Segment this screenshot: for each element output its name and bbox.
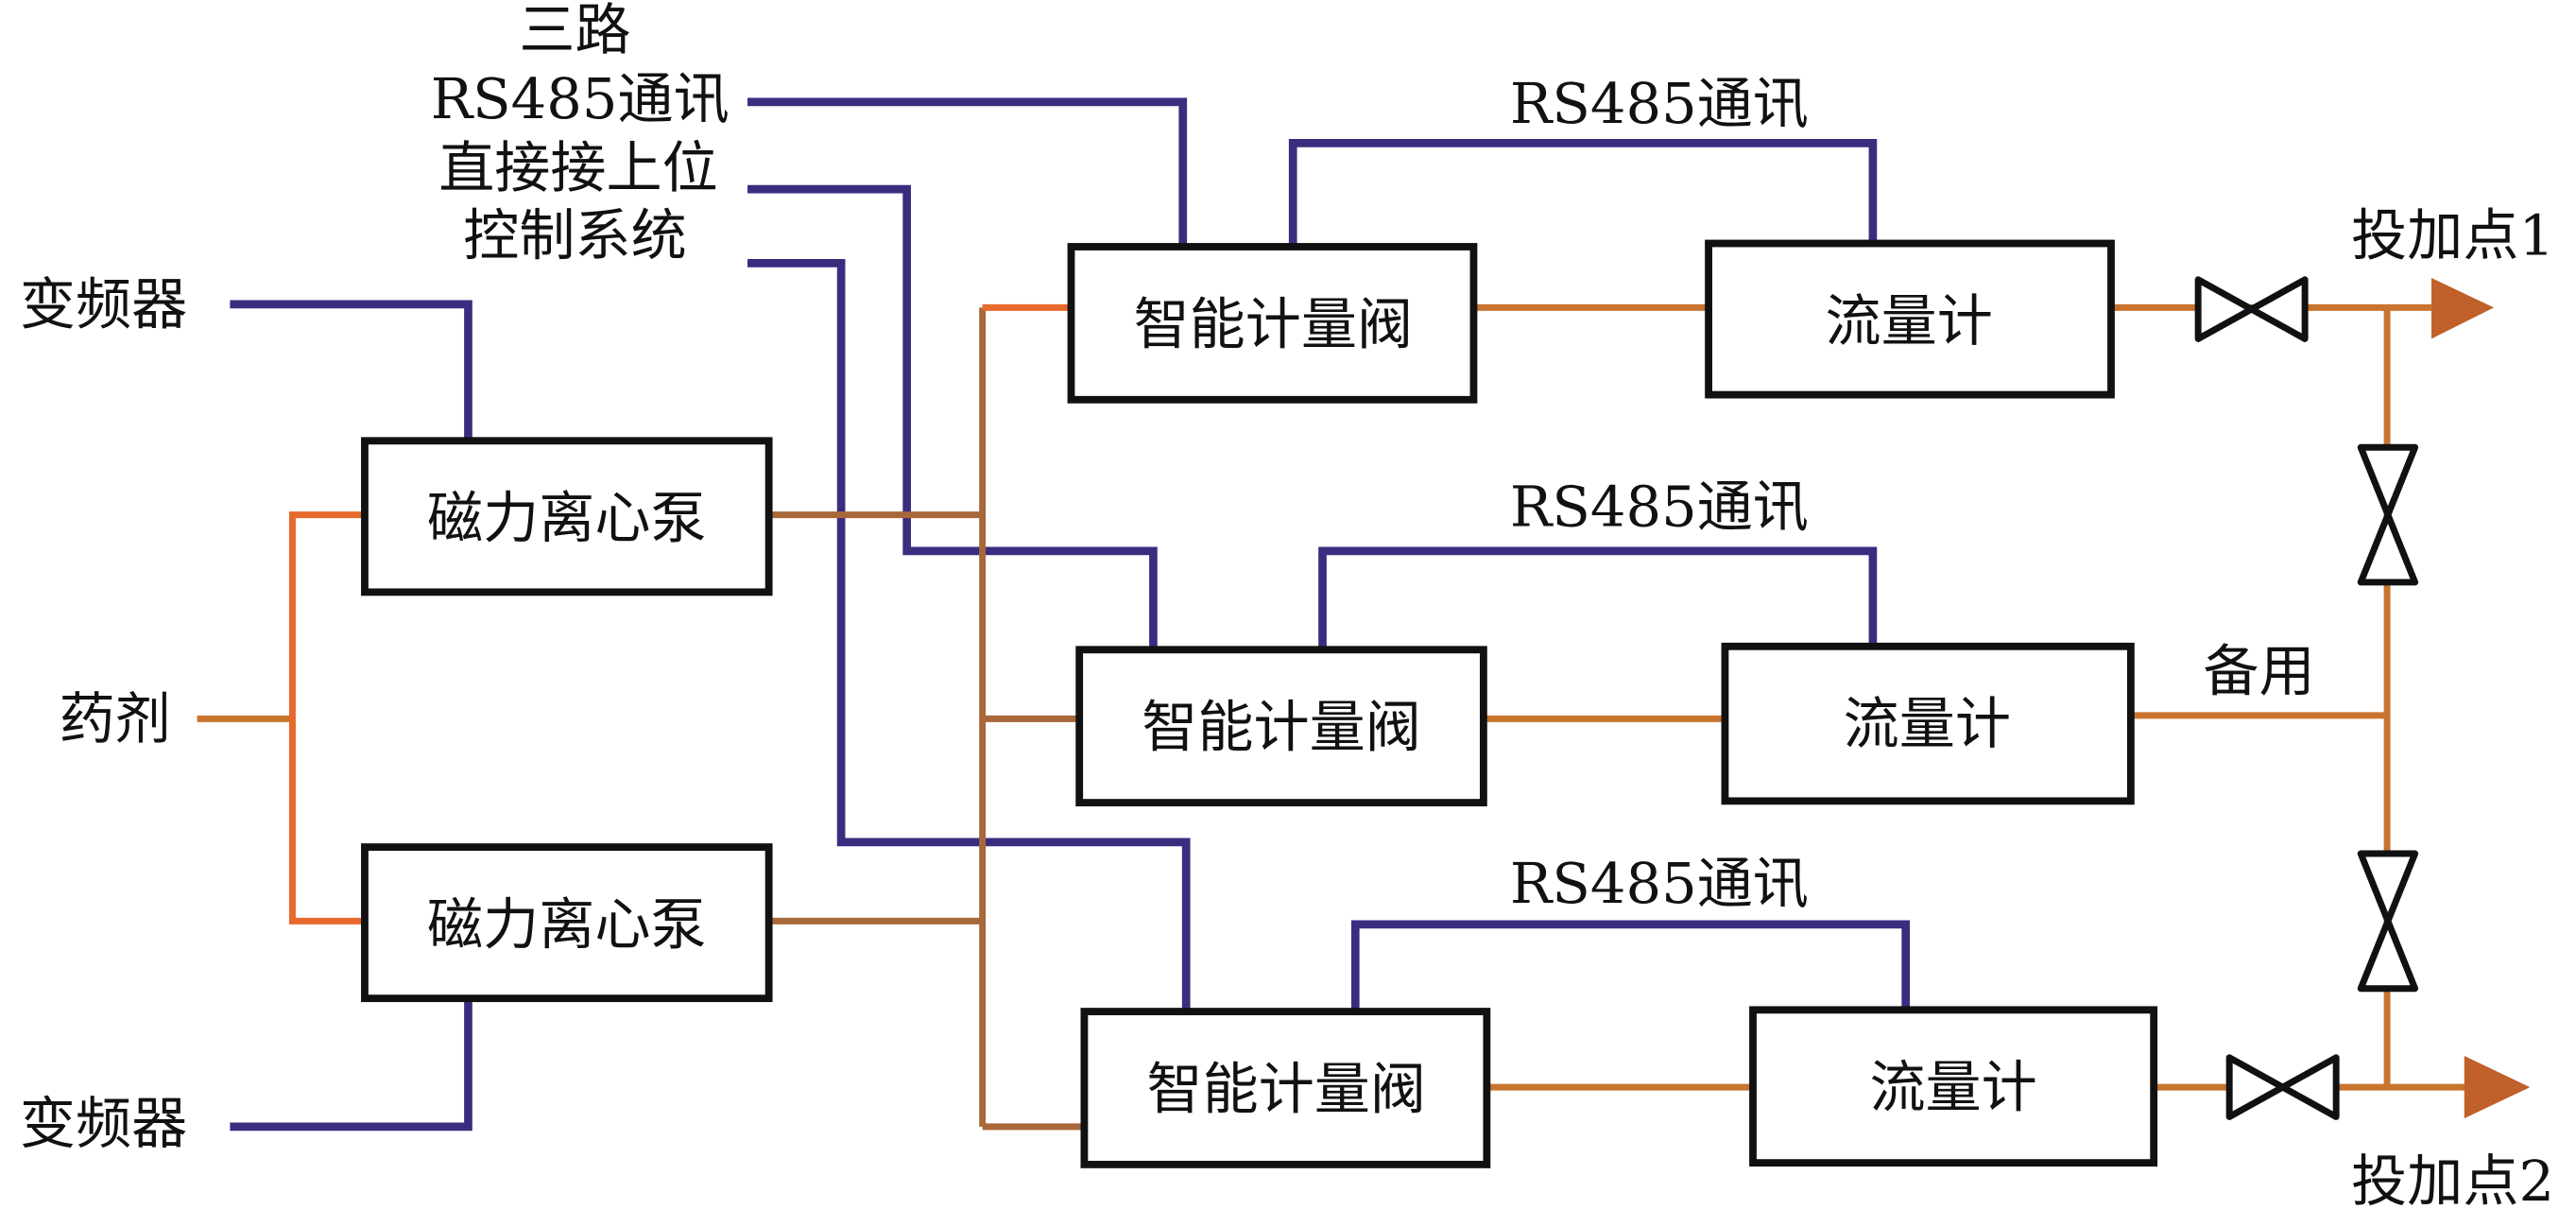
smart-valve-1-label: 智能计量阀	[1134, 291, 1414, 356]
valve-icon-outlet-1	[2194, 276, 2309, 342]
rs485-label-branch-3: RS485通讯	[1510, 851, 1809, 916]
flow-meter-3-label: 流量计	[1869, 1055, 2036, 1120]
pump-2-label: 磁力离心泵	[427, 891, 707, 957]
pump-1-label: 磁力离心泵	[427, 486, 707, 551]
flow-meter-1-label: 流量计	[1826, 288, 1993, 354]
chemical-input-label: 药剂	[60, 686, 171, 752]
valve-icon-riser-upper	[2357, 443, 2419, 586]
pump-2-box	[361, 843, 773, 1003]
inverter-bottom-label: 变频器	[20, 1091, 187, 1156]
standby-label: 备用	[2203, 638, 2314, 703]
signal-line-control-to-valve-2	[747, 184, 1158, 650]
smart-valve-1-box	[1067, 243, 1478, 404]
smart-valve-3-box	[1080, 1008, 1491, 1168]
rs485-line-branch-3	[1350, 920, 1911, 1012]
outlet-point-2-label: 投加点2	[2351, 1149, 2554, 1214]
control-label-line-3: 直接接上位	[438, 135, 718, 200]
pump-1: 磁力离心泵	[361, 437, 773, 596]
flow-meter-2-box	[1721, 642, 2135, 805]
pump-2: 磁力离心泵	[361, 843, 773, 1003]
pump-1-box	[361, 437, 773, 596]
flow-meter-1-box	[1705, 239, 2115, 399]
arrow-icon-outlet-1	[2431, 278, 2495, 339]
smart-valve-3-label: 智能计量阀	[1147, 1056, 1427, 1121]
valve-icon-outlet-2	[2225, 1054, 2340, 1120]
rs485-label-branch-1: RS485通讯	[1510, 71, 1809, 136]
flow-meter-3-box	[1749, 1006, 2158, 1167]
signal-line-inverter-bottom	[230, 998, 472, 1132]
signal-line-inverter-top	[230, 300, 472, 441]
manual-valves	[2194, 276, 2419, 1120]
signal-line-control-to-valve-1	[747, 97, 1188, 247]
control-label-line-2: RS485通讯	[431, 66, 730, 131]
arrow-icon-outlet-2	[2464, 1056, 2531, 1119]
branch-2: 智能计量阀 流量计 RS485通讯	[1075, 474, 2135, 807]
pipe-split-to-pumps	[288, 511, 365, 925]
control-system-label: 三路 RS485通讯 直接接上位 控制系统	[431, 0, 730, 268]
control-label-line-1: 三路	[519, 0, 630, 62]
rs485-line-branch-2	[1318, 546, 1878, 650]
control-label-line-4: 控制系统	[463, 202, 686, 268]
smart-valve-2-label: 智能计量阀	[1142, 695, 1421, 760]
branch-3: 智能计量阀 流量计 RS485通讯	[1080, 851, 2158, 1168]
valve-icon-riser-lower	[2357, 850, 2419, 993]
signal-line-control-to-valve-3	[747, 259, 1191, 1012]
branch-1: 智能计量阀 流量计 RS485通讯	[1067, 71, 2115, 404]
inverter-top-label: 变频器	[20, 271, 187, 337]
rs485-label-branch-2: RS485通讯	[1510, 474, 1809, 539]
rs485-line-branch-1	[1288, 139, 1878, 247]
flow-meter-2-label: 流量计	[1844, 691, 2011, 756]
outlet-point-1-label: 投加点1	[2351, 202, 2554, 268]
signal-lines	[230, 97, 1911, 1132]
smart-valve-2-box	[1075, 646, 1487, 807]
